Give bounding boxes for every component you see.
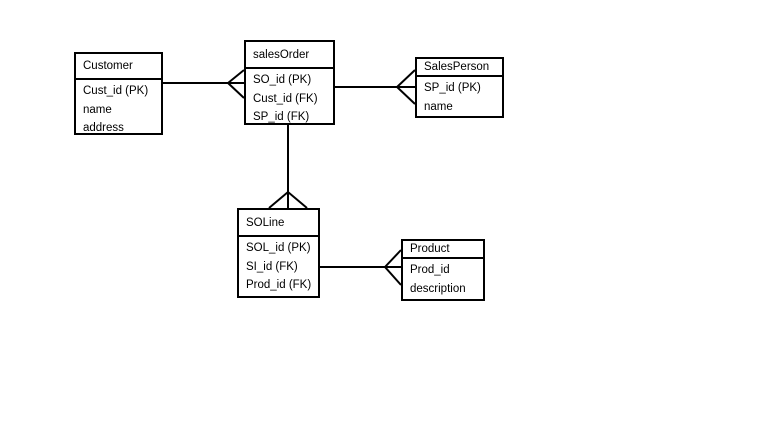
relationship-customer-salesorder: [163, 69, 245, 99]
attribute: Cust_id (FK): [253, 92, 318, 105]
entity-customer-attributes: Cust_id (PK) name address: [76, 80, 161, 138]
attribute: Cust_id (PK): [83, 85, 149, 97]
entity-soline: SOLine SOL_id (PK) SI_id (FK) Prod_id (F…: [237, 208, 320, 298]
entity-salesperson: SalesPerson SP_id (PK) name: [415, 57, 504, 118]
entity-product: Product Prod_id description: [401, 239, 485, 301]
entity-salesorder: salesOrder SO_id (PK) Cust_id (FK) SP_id…: [244, 40, 335, 125]
entity-salesperson-title: SalesPerson: [417, 59, 502, 77]
relationship-salesorder-soline: [268, 125, 308, 209]
attribute: SO_id (PK): [253, 74, 312, 86]
entity-product-title: Product: [403, 241, 483, 259]
entity-customer-title: Customer: [76, 54, 161, 80]
entity-customer: Customer Cust_id (PK) name address: [74, 52, 163, 135]
entity-soline-title: SOLine: [239, 210, 318, 237]
entity-soline-attributes: SOL_id (PK) SI_id (FK) Prod_id (FK): [239, 237, 318, 295]
relationship-salesorder-salesperson: [335, 69, 416, 105]
entity-product-attributes: Prod_id description: [403, 259, 483, 298]
crows-foot-icon: [395, 69, 416, 105]
attribute: Prod_id: [410, 264, 450, 276]
attribute: SP_id (FK): [253, 111, 310, 123]
attribute: SOL_id (PK): [246, 242, 311, 254]
attribute: Prod_id (FK): [246, 279, 312, 291]
entity-salesperson-attributes: SP_id (PK) name: [417, 77, 502, 116]
crows-foot-icon: [268, 190, 308, 209]
attribute: description: [410, 282, 466, 295]
attribute: address: [83, 122, 124, 134]
entity-salesorder-attributes: SO_id (PK) Cust_id (FK) SP_id (FK): [246, 69, 333, 127]
crows-foot-icon: [226, 69, 245, 99]
crows-foot-icon: [383, 249, 402, 286]
attribute: name: [424, 100, 453, 113]
attribute: SI_id (FK): [246, 260, 298, 273]
entity-salesorder-title: salesOrder: [246, 42, 333, 69]
relationship-soline-product: [320, 249, 402, 286]
attribute: name: [83, 103, 112, 116]
attribute: SP_id (PK): [424, 82, 481, 94]
